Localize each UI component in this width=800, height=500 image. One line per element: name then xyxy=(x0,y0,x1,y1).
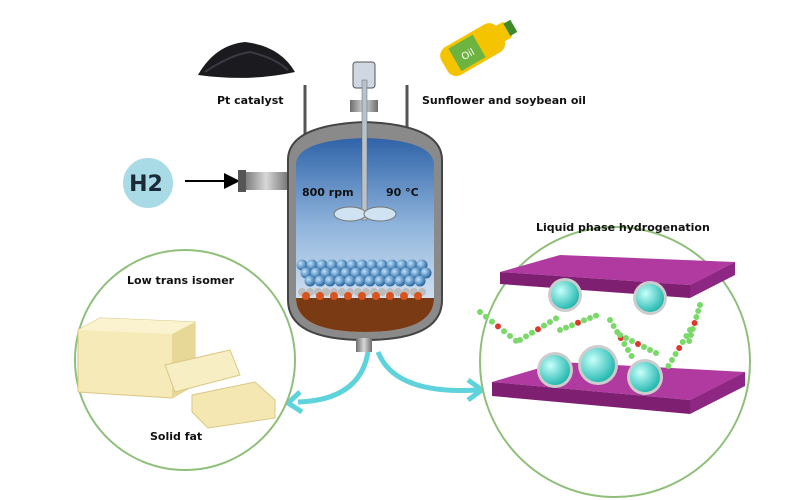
molecule-atom xyxy=(679,339,686,345)
molecule-atom xyxy=(557,327,563,333)
arrow-to-solid-fat xyxy=(297,351,371,405)
molecule-atom xyxy=(686,338,693,344)
pt-cluster xyxy=(630,362,660,392)
catalyst-particle xyxy=(334,275,346,287)
molecule-atom xyxy=(535,326,541,333)
molecule-atom xyxy=(688,332,694,338)
support-particle xyxy=(338,288,346,296)
metal-particle xyxy=(344,292,352,300)
temperature-label: 90 °C xyxy=(386,186,419,199)
molecule-atom xyxy=(610,323,617,329)
molecule-atom xyxy=(547,319,553,325)
butter-block-image xyxy=(77,317,276,429)
molecule-atom xyxy=(541,322,547,329)
pt-catalyst-powder xyxy=(198,42,295,78)
support-particle xyxy=(394,288,402,296)
metal-particle xyxy=(400,292,408,300)
metal-particle xyxy=(414,292,422,300)
metal-particle xyxy=(302,292,310,300)
molecule-atom xyxy=(697,302,703,308)
molecule-atom xyxy=(483,313,489,320)
catalyst-particle-bed xyxy=(296,259,432,300)
molecule-atom xyxy=(489,318,495,325)
molecule-atom xyxy=(621,341,628,347)
molecule-atom xyxy=(641,344,647,350)
molecule-atom xyxy=(581,317,587,324)
catalyst-particle xyxy=(344,275,356,287)
catalyst-particle xyxy=(304,275,316,287)
catalyst-particle xyxy=(354,275,366,287)
stirrer-shaft xyxy=(361,79,368,221)
catalyst-particle xyxy=(394,275,406,287)
molecule-atom xyxy=(653,350,659,356)
molecule-atom xyxy=(617,332,623,338)
molecule-atom xyxy=(695,308,702,314)
metal-particle xyxy=(330,292,338,300)
molecule-atom xyxy=(629,338,635,344)
molecule-atom xyxy=(672,351,679,357)
pt-cluster xyxy=(551,281,579,309)
catalyst-particle xyxy=(420,267,432,279)
molecule-atom xyxy=(665,363,672,369)
h2-label: H2 xyxy=(129,172,163,197)
pt-cluster xyxy=(636,284,664,312)
outlet-pipe xyxy=(356,338,372,352)
catalyst-particle xyxy=(374,275,386,287)
molecule-atom xyxy=(607,317,613,323)
support-particle xyxy=(322,288,330,296)
pt-cluster xyxy=(581,348,615,382)
catalyst-particle xyxy=(404,275,416,287)
molecule-atom xyxy=(523,333,529,340)
molecule-atom xyxy=(693,314,700,320)
molecule-atom xyxy=(669,357,675,363)
catalyst-label: Pt catalyst xyxy=(217,94,284,107)
oil-label: Sunflower and soybean oil xyxy=(422,94,586,107)
molecule-atom xyxy=(683,333,690,339)
catalyst-particle xyxy=(414,275,426,287)
impeller xyxy=(363,206,397,222)
molecule-atom xyxy=(689,326,696,332)
molecule-atom xyxy=(647,347,653,353)
catalyst-particle xyxy=(314,275,326,287)
molecule-atom xyxy=(569,322,575,329)
molecule-atom xyxy=(623,335,629,341)
isomer-label: Low trans isomer xyxy=(127,274,235,287)
support-particle xyxy=(378,288,386,296)
molecule-atom xyxy=(529,329,535,336)
molecule-atom xyxy=(477,309,483,315)
molecule-atom xyxy=(563,324,569,331)
catalyst-particle xyxy=(364,275,376,287)
molecule-atom xyxy=(625,347,631,353)
pt-clusters xyxy=(537,278,667,395)
metal-particle xyxy=(316,292,324,300)
molecule-atom xyxy=(635,341,641,347)
molecule-atom xyxy=(587,315,593,321)
metal-particle xyxy=(386,292,394,300)
molecule-atom xyxy=(575,319,581,326)
process-label: Liquid phase hydrogenation xyxy=(536,221,710,234)
molecule-atom xyxy=(517,337,523,343)
oil-bottle-icon: Oil xyxy=(440,19,518,77)
molecule-atom xyxy=(691,320,698,326)
molecule-atom xyxy=(593,312,599,319)
molecule-atom xyxy=(676,345,683,351)
metal-particle xyxy=(372,292,380,300)
metal-particle xyxy=(358,292,366,300)
product-label: Solid fat xyxy=(150,430,202,443)
arrow-to-hydrogenation xyxy=(375,350,479,393)
oil-molecules xyxy=(477,302,703,369)
catalyst-particle xyxy=(324,275,336,287)
molecule-atom xyxy=(501,328,507,335)
molecule-atom xyxy=(495,323,501,330)
catalyst-particle xyxy=(384,275,396,287)
molecule-atom xyxy=(628,353,635,359)
gas-inlet-pipe xyxy=(242,172,290,190)
molecule-atom xyxy=(507,333,513,339)
reactor-vessel xyxy=(238,61,443,352)
h2-badge xyxy=(123,158,173,208)
molecule-atom xyxy=(553,315,559,322)
pt-cluster xyxy=(540,355,570,385)
stirring-speed-label: 800 rpm xyxy=(302,186,354,199)
